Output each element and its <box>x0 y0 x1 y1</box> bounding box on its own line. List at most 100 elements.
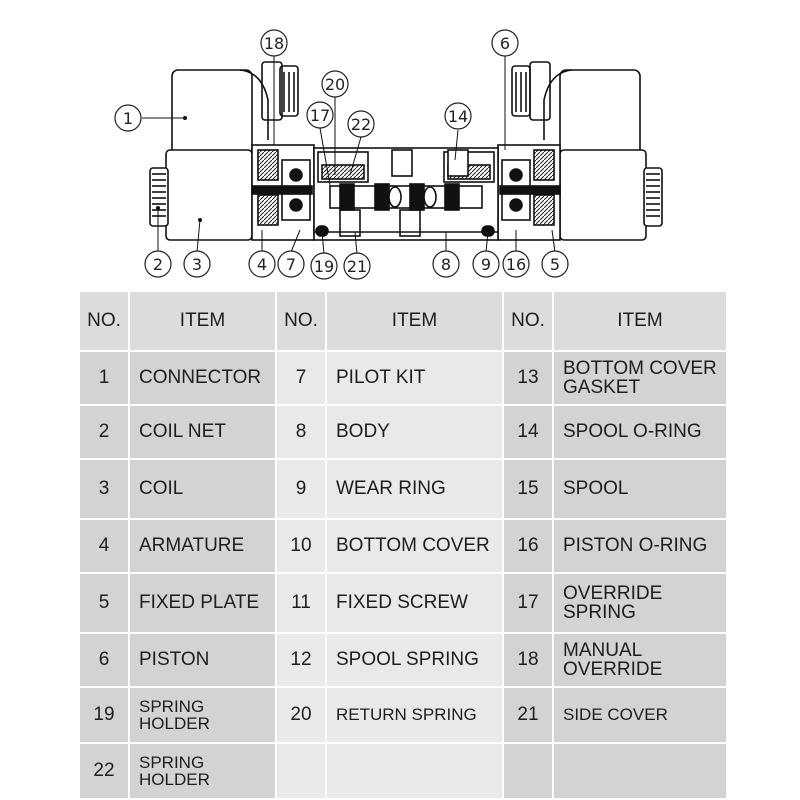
part-number: 8 <box>277 406 325 458</box>
part-number-text: 15 <box>517 478 539 500</box>
callout-21: 21 <box>343 252 371 280</box>
header-no: NO. <box>277 292 325 350</box>
header-no-text: NO. <box>87 310 121 332</box>
part-number: 22 <box>80 744 128 798</box>
part-name-text: COIL NET <box>139 421 226 443</box>
part-name-text: PILOT KIT <box>336 367 426 389</box>
callout-circle <box>183 250 211 278</box>
part-number-text: 19 <box>93 704 115 726</box>
part-number: 13 <box>504 352 552 404</box>
part-name: PILOT KIT <box>327 352 502 404</box>
part-number: 7 <box>277 352 325 404</box>
part-name-text: MANUAL OVERRIDE <box>563 639 663 680</box>
part-number: 18 <box>504 634 552 686</box>
part-number: 15 <box>504 460 552 518</box>
part-number-text: 2 <box>98 421 110 443</box>
callout-number: 18 <box>264 34 284 53</box>
callout-number: 16 <box>506 255 526 274</box>
part-number-text: 1 <box>98 367 110 389</box>
callout-number: 8 <box>441 255 451 274</box>
callout-16: 16 <box>502 250 530 278</box>
callout-20: 20 <box>321 70 349 98</box>
callout-circle <box>248 250 276 278</box>
part-name: BOTTOM COVER GASKET <box>554 352 726 404</box>
part-name: BODY <box>327 406 502 458</box>
callout-number: 14 <box>448 107 468 126</box>
callout-circle <box>260 29 288 57</box>
valve-body-drawing <box>149 61 663 241</box>
callout-circle <box>432 250 460 278</box>
part-name: FIXED SCREW <box>327 574 502 632</box>
callout-circle <box>306 101 334 129</box>
header-no: NO. <box>504 292 552 350</box>
part-name-text: BOTTOM COVER GASKET <box>563 357 717 398</box>
part-number: 5 <box>80 574 128 632</box>
callout-number: 7 <box>286 255 296 274</box>
callout-circle <box>347 110 375 138</box>
callout-number: 19 <box>314 257 334 276</box>
callout-number: 4 <box>257 255 267 274</box>
part-number-text: 3 <box>98 478 110 500</box>
header-item: ITEM <box>130 292 275 350</box>
part-name-text: FIXED PLATE <box>139 592 260 614</box>
part-number: 3 <box>80 460 128 518</box>
header-no-text: NO. <box>511 310 545 332</box>
part-number: 20 <box>277 688 325 742</box>
callout-number: 22 <box>351 115 371 134</box>
part-number-text: 18 <box>517 649 539 671</box>
part-name: PISTON O-RING <box>554 520 726 572</box>
part-number: 19 <box>80 688 128 742</box>
part-name <box>554 744 726 798</box>
part-number-text: 7 <box>295 367 307 389</box>
part-number: 4 <box>80 520 128 572</box>
part-name: CONNECTOR <box>130 352 275 404</box>
part-name-text: BOTTOM COVER <box>336 535 490 557</box>
callout-8: 8 <box>432 250 460 278</box>
part-number-text: 11 <box>291 592 311 614</box>
callout-3: 3 <box>183 250 211 278</box>
callout-1: 1 <box>114 104 142 132</box>
part-number: 14 <box>504 406 552 458</box>
callout-number: 9 <box>481 255 491 274</box>
part-number-text: 17 <box>517 592 539 614</box>
callout-circle <box>144 250 172 278</box>
part-number: 21 <box>504 688 552 742</box>
part-name: FIXED PLATE <box>130 574 275 632</box>
part-number <box>277 744 325 798</box>
callout-9: 9 <box>472 250 500 278</box>
callout-number: 5 <box>550 255 560 274</box>
part-name: COIL <box>130 460 275 518</box>
callout-22: 22 <box>347 110 375 138</box>
header-item: ITEM <box>327 292 502 350</box>
part-name-text: SPOOL SPRING <box>336 649 479 671</box>
part-number-text: 12 <box>290 649 312 671</box>
header-item-text: ITEM <box>179 310 226 332</box>
part-number: 10 <box>277 520 325 572</box>
part-name-text: SPOOL <box>563 478 629 500</box>
part-number-text: 10 <box>290 535 312 557</box>
header-no-text: NO. <box>284 310 318 332</box>
part-name: SIDE COVER <box>554 688 726 742</box>
part-name: ARMATURE <box>130 520 275 572</box>
callout-18: 18 <box>260 29 288 57</box>
part-number-text: 13 <box>517 367 539 389</box>
callout-number: 17 <box>310 106 330 125</box>
part-number: 6 <box>80 634 128 686</box>
part-name-text: SIDE COVER <box>563 705 668 725</box>
callout-2: 2 <box>144 250 172 278</box>
part-name-text: PISTON O-RING <box>563 535 708 557</box>
part-name: SPOOL SPRING <box>327 634 502 686</box>
part-number-text: 16 <box>517 535 539 557</box>
part-name: SPRING HOLDER <box>130 744 275 798</box>
part-name: MANUAL OVERRIDE <box>554 634 726 686</box>
part-number-text: 20 <box>290 704 312 726</box>
part-number-text: 14 <box>517 421 539 443</box>
part-name: SPOOL <box>554 460 726 518</box>
part-number-text: 8 <box>295 421 307 443</box>
part-name: SPOOL O-RING <box>554 406 726 458</box>
part-number: 12 <box>277 634 325 686</box>
header-item-text: ITEM <box>391 310 438 332</box>
callout-7: 7 <box>277 250 305 278</box>
